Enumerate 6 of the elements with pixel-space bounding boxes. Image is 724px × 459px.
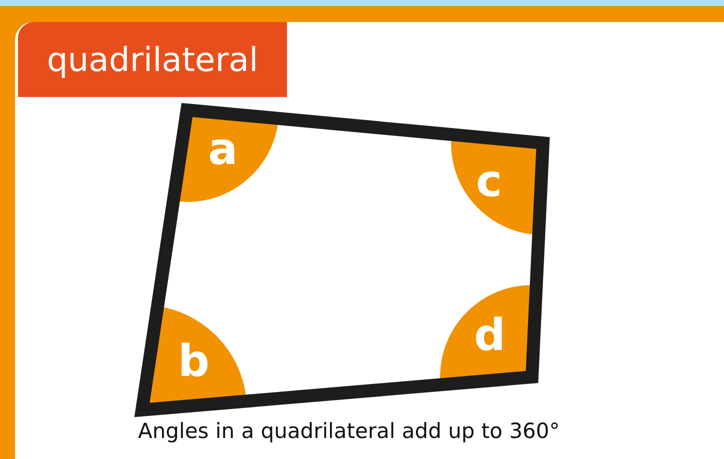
caption: Angles in a quadrilateral add up to 360° (138, 419, 560, 443)
angle-label: d (474, 314, 506, 358)
title-tab: quadrilateral (18, 22, 287, 97)
angle-label: c (476, 160, 502, 204)
angle-label: b (178, 340, 210, 384)
angle-label: a (208, 128, 238, 172)
